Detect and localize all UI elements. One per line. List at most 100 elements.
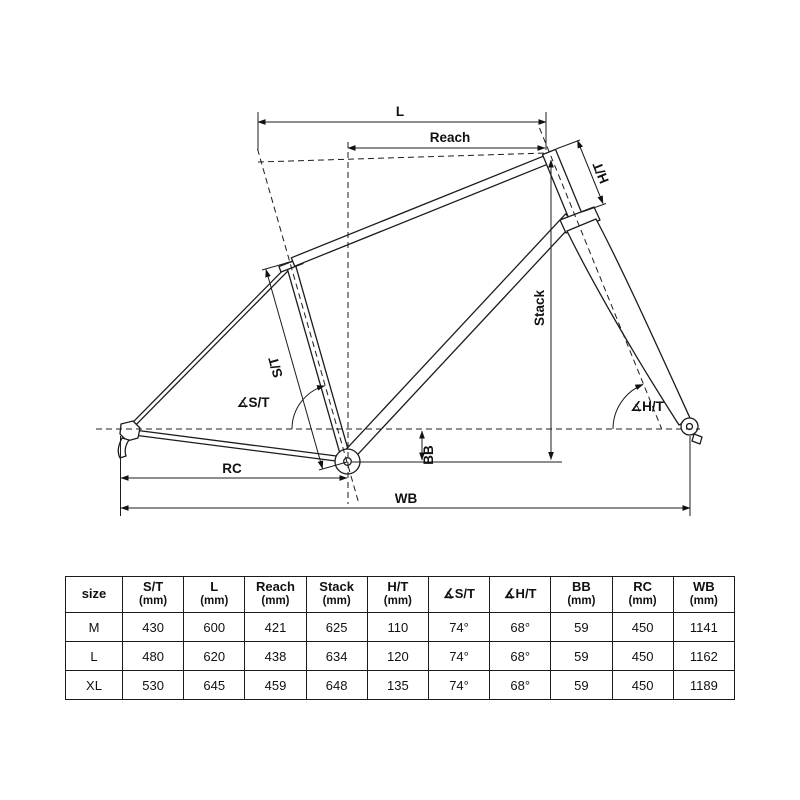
ext-ht-bottom <box>581 203 607 213</box>
label-stack: Stack <box>532 289 547 326</box>
header-label: L <box>210 579 219 595</box>
cell-angle-st: 74° <box>427 612 491 642</box>
col-header-size: size <box>65 576 123 613</box>
ext-st-top <box>261 261 291 271</box>
label-ht: H/T <box>590 159 612 185</box>
cell-angle-st: 74° <box>427 670 491 700</box>
cell-rc: 450 <box>611 670 674 700</box>
cell-stack: 634 <box>305 641 368 671</box>
cell-st: 480 <box>121 641 185 671</box>
cell-st: 430 <box>121 612 185 642</box>
frame-geometry-drawing: L Reach H/T Stack S/T ∡S/T ∡H/T BB RC WB <box>96 104 703 516</box>
col-header-l: L(mm) <box>183 576 246 613</box>
col-header-wb: WB(mm) <box>672 576 736 613</box>
cell-l: 620 <box>183 641 246 671</box>
construction-lines <box>96 127 700 505</box>
cell-rc: 450 <box>611 612 674 642</box>
geometry-table-head: size S/T(mm) L(mm) Reach(mm) Stack(mm) H… <box>65 576 736 613</box>
label-angle-ht: ∡H/T <box>630 399 665 414</box>
geometry-table-body: M 430 600 421 625 110 74° 68° 59 450 114… <box>65 612 736 700</box>
head-tube <box>541 148 583 219</box>
table-row-m: M 430 600 421 625 110 74° 68° 59 450 114… <box>65 612 736 642</box>
head-tube-axis <box>539 127 662 429</box>
label-bb: BB <box>421 445 436 465</box>
col-header-angle-ht: ∡H/T <box>489 576 552 613</box>
header-label: Reach <box>255 579 295 595</box>
col-header-rc: RC(mm) <box>611 576 674 613</box>
label-st: S/T <box>265 354 285 379</box>
label-angle-st: ∡S/T <box>236 395 270 410</box>
header-unit: (mm) <box>628 595 657 608</box>
header-label: S/T <box>142 579 164 595</box>
header-unit: (mm) <box>383 595 412 608</box>
header-label: size <box>81 586 107 602</box>
label-rc: RC <box>222 461 242 476</box>
chain-stay <box>129 428 341 463</box>
header-label: Stack <box>319 579 354 595</box>
derailleur-hanger <box>117 437 130 459</box>
col-header-st: S/T(mm) <box>121 576 185 613</box>
rear-dropout <box>119 420 141 442</box>
cell-bb: 59 <box>550 641 613 671</box>
table-row-xl: XL 530 645 459 648 135 74° 68° 59 450 11… <box>65 670 736 700</box>
cell-stack: 625 <box>305 612 368 642</box>
col-header-reach: Reach(mm) <box>244 576 307 613</box>
col-header-angle-st: ∡S/T <box>427 576 491 613</box>
dim-ht <box>577 140 604 204</box>
header-unit: (mm) <box>322 595 351 608</box>
header-unit: (mm) <box>689 595 718 608</box>
col-header-bb: BB(mm) <box>550 576 613 613</box>
bike-geometry-diagram: L Reach H/T Stack S/T ∡S/T ∡H/T BB RC WB <box>96 104 703 516</box>
cell-st: 530 <box>121 670 185 700</box>
col-header-stack: Stack(mm) <box>305 576 368 613</box>
cell-stack: 648 <box>305 670 368 700</box>
cell-wb: 1141 <box>672 612 736 642</box>
dimension-lines <box>120 119 691 511</box>
label-reach: Reach <box>430 130 471 145</box>
header-label: ∡S/T <box>443 586 475 602</box>
ext-ht-top <box>555 139 581 150</box>
cell-ht: 120 <box>366 641 429 671</box>
arc-head-angle <box>612 384 644 430</box>
ext-st-bottom <box>318 461 348 471</box>
cell-size: XL <box>65 670 123 700</box>
virtual-top-line <box>257 152 547 163</box>
label-wb: WB <box>395 491 418 506</box>
cell-ht: 110 <box>366 612 429 642</box>
cell-reach: 459 <box>244 670 307 700</box>
cell-bb: 59 <box>550 612 613 642</box>
cell-l: 600 <box>183 612 246 642</box>
cell-angle-ht: 68° <box>489 612 552 642</box>
top-tube <box>290 155 549 267</box>
header-label: ∡H/T <box>503 586 537 602</box>
cell-angle-ht: 68° <box>489 670 552 700</box>
header-label: RC <box>633 579 652 595</box>
header-label: BB <box>572 579 591 595</box>
cell-angle-ht: 68° <box>489 641 552 671</box>
down-tube <box>343 213 576 460</box>
header-label: WB <box>693 579 715 595</box>
cell-bb: 59 <box>550 670 613 700</box>
header-unit: (mm) <box>261 595 290 608</box>
geometry-table: size S/T(mm) L(mm) Reach(mm) Stack(mm) H… <box>65 576 736 700</box>
front-dropout-tab <box>691 433 703 445</box>
extension-lines <box>120 112 691 516</box>
cell-rc: 450 <box>611 641 674 671</box>
table-row-l: L 480 620 438 634 120 74° 68° 59 450 116… <box>65 641 736 671</box>
label-l: L <box>396 104 404 119</box>
header-unit: (mm) <box>200 595 229 608</box>
bike-frame <box>117 148 703 475</box>
header-unit: (mm) <box>567 595 596 608</box>
dim-st <box>265 269 324 469</box>
arc-seat-angle <box>291 385 326 430</box>
header-label: H/T <box>387 579 409 595</box>
cell-reach: 421 <box>244 612 307 642</box>
header-row: size S/T(mm) L(mm) Reach(mm) Stack(mm) H… <box>65 576 736 613</box>
cell-size: M <box>65 612 123 642</box>
cell-l: 645 <box>183 670 246 700</box>
cell-wb: 1162 <box>672 641 736 671</box>
cell-wb: 1189 <box>672 670 736 700</box>
header-unit: (mm) <box>139 595 168 608</box>
cell-ht: 135 <box>366 670 429 700</box>
